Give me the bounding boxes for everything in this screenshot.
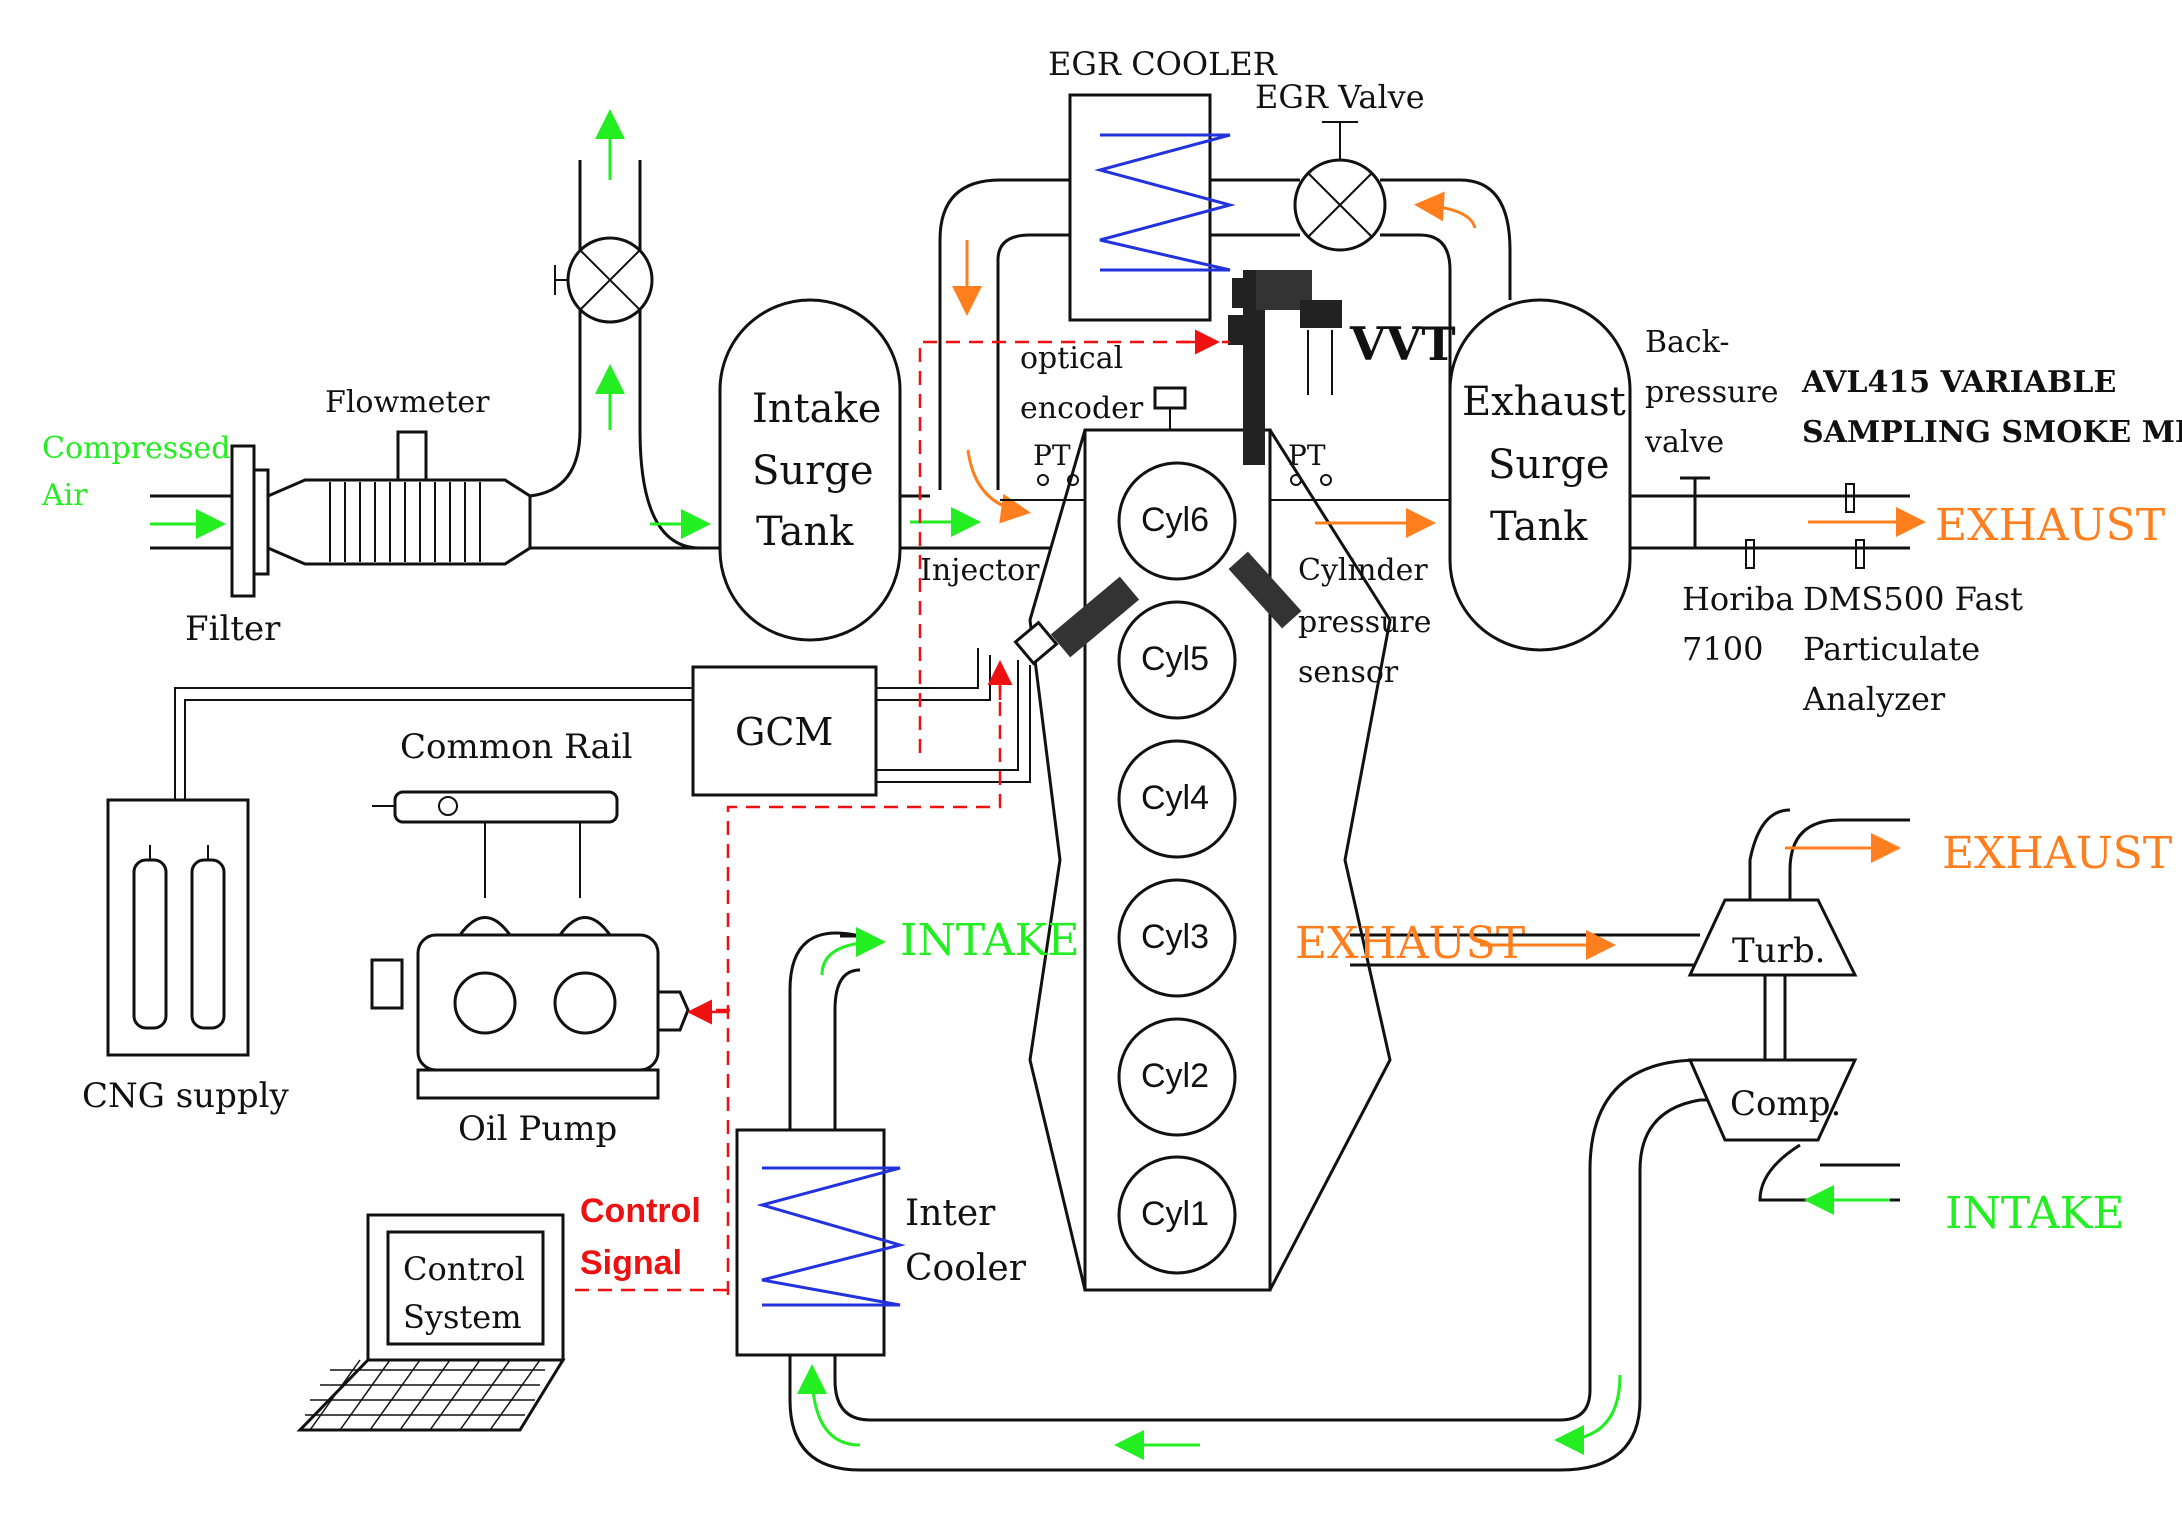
avl-label-1: AVL415 VARIABLE [1801, 365, 2116, 400]
pt-sensor-right [1290, 474, 1332, 486]
turb-label: Turb. [1732, 931, 1825, 971]
exhaust-surge-label-1: Exhaust [1462, 379, 1626, 425]
bypass-valve [554, 236, 654, 324]
injector [1013, 576, 1140, 666]
dms-label-2: Particulate [1803, 630, 1980, 668]
intake-right-label: INTAKE [1945, 1188, 2125, 1239]
cyl6-label: Cyl6 [1141, 501, 1209, 539]
compressed-air-label-1: Compressed [42, 431, 231, 466]
cyl-pressure-label-1: Cylinder [1298, 553, 1428, 588]
cyl5-label: Cyl5 [1141, 640, 1209, 678]
intercooler-loop-pipe [788, 931, 1900, 1472]
pt-left-label: PT [1033, 439, 1071, 472]
intake-curve-arrow [820, 927, 886, 976]
backpressure-label-2: pressure [1645, 375, 1779, 410]
pt-sensor-left [1037, 474, 1079, 486]
backpressure-label-3: valve [1644, 425, 1724, 460]
common-rail [372, 790, 619, 898]
egr-cooler-label: EGR COOLER [1048, 45, 1278, 83]
dms-label-1: DMS500 Fast [1803, 580, 2023, 618]
egr-valve-label: EGR Valve [1255, 78, 1425, 116]
cyl-pressure-label-2: pressure [1298, 605, 1432, 640]
compressed-air-label-2: Air [41, 478, 88, 513]
comp-label: Comp. [1730, 1084, 1841, 1124]
cylinder-2 [1117, 1017, 1237, 1137]
cyl4-label: Cyl4 [1141, 779, 1209, 817]
oil-pump-label: Oil Pump [458, 1109, 617, 1149]
exhaust-surge-label-2: Surge [1488, 442, 1610, 488]
cylinder-6 [1117, 461, 1237, 581]
intake-pipe [150, 160, 1090, 550]
intercooler-up-arrow [797, 1364, 861, 1447]
control-system-laptop [296, 1213, 566, 1432]
optical-encoder [1153, 386, 1187, 430]
vvt-label: VVT [1349, 317, 1456, 371]
egr-flow-arrow-1 [1414, 191, 1477, 229]
control-signal-label-1: Control [580, 1192, 701, 1230]
cyl1-label: Cyl1 [1141, 1195, 1209, 1233]
control-signal-label-2: Signal [580, 1244, 682, 1282]
return-flow-arrow-2 [1554, 1374, 1622, 1455]
intake-surge-label-3: Tank [756, 509, 854, 555]
pt-right-label: PT [1288, 439, 1326, 472]
sample-probes [1745, 483, 1865, 569]
cylinder-1 [1117, 1155, 1237, 1275]
intercooler [735, 1128, 906, 1357]
horiba-label-1: Horiba [1682, 580, 1794, 618]
exhaust-right-label: EXHAUST [1942, 828, 2172, 879]
cng-supply-label: CNG supply [82, 1076, 289, 1116]
filter-label: Filter [185, 609, 281, 649]
control-system-label-2: System [403, 1298, 522, 1336]
vvt-actuator [1228, 270, 1342, 465]
flowmeter-label: Flowmeter [325, 385, 490, 420]
intercooler-label-1: Inter [905, 1193, 996, 1234]
egr-valve [1293, 121, 1387, 252]
gcm-wiring [174, 648, 1031, 840]
cng-supply [106, 798, 250, 1057]
intake-surge-tank [718, 298, 902, 642]
flowmeter [266, 430, 532, 566]
exhaust-surge-tank [1448, 298, 1632, 652]
backpressure-label-1: Back- [1645, 325, 1730, 360]
exhaust-manifold-pipe [1350, 808, 1910, 967]
egr-flow-arrow-3 [966, 449, 1031, 524]
turbine [1687, 898, 1858, 977]
optical-encoder-label-2: encoder [1020, 391, 1144, 426]
cylinder-3 [1117, 878, 1237, 998]
egr-cooler [1068, 93, 1236, 322]
common-rail-label: Common Rail [400, 727, 633, 767]
cylinder-5 [1117, 600, 1237, 720]
avl-label-2: SAMPLING SMOKE METER [1802, 415, 2182, 450]
exhaust-surge-label-3: Tank [1490, 504, 1588, 550]
backpressure-valve [1680, 476, 1710, 548]
cylinder-pressure-sensor [1228, 551, 1302, 629]
control-system-label-1: Control [403, 1250, 525, 1288]
compressor [1687, 1058, 1858, 1142]
gcm-label: GCM [735, 710, 833, 754]
oil-pump [370, 916, 690, 1100]
intake-mid-label: INTAKE [900, 915, 1080, 966]
gcm-box [691, 665, 878, 797]
intercooler-label-2: Cooler [905, 1248, 1027, 1289]
cyl3-label: Cyl3 [1141, 918, 1209, 956]
optical-encoder-label-1: optical [1020, 341, 1123, 376]
intake-surge-label-2: Surge [752, 448, 874, 494]
turbo-shaft [1763, 975, 1787, 1060]
egr-pipe [938, 178, 1512, 496]
dms-label-3: Analyzer [1802, 680, 1946, 718]
cyl2-label: Cyl2 [1141, 1057, 1209, 1095]
cylinder-4 [1117, 739, 1237, 859]
cyl-pressure-label-3: sensor [1298, 655, 1399, 690]
injector-label: Injector [920, 553, 1040, 588]
exhaust-top-label: EXHAUST [1935, 500, 2165, 551]
intake-surge-label-1: Intake [752, 386, 881, 432]
horiba-label-2: 7100 [1682, 630, 1763, 668]
filter [230, 444, 270, 598]
